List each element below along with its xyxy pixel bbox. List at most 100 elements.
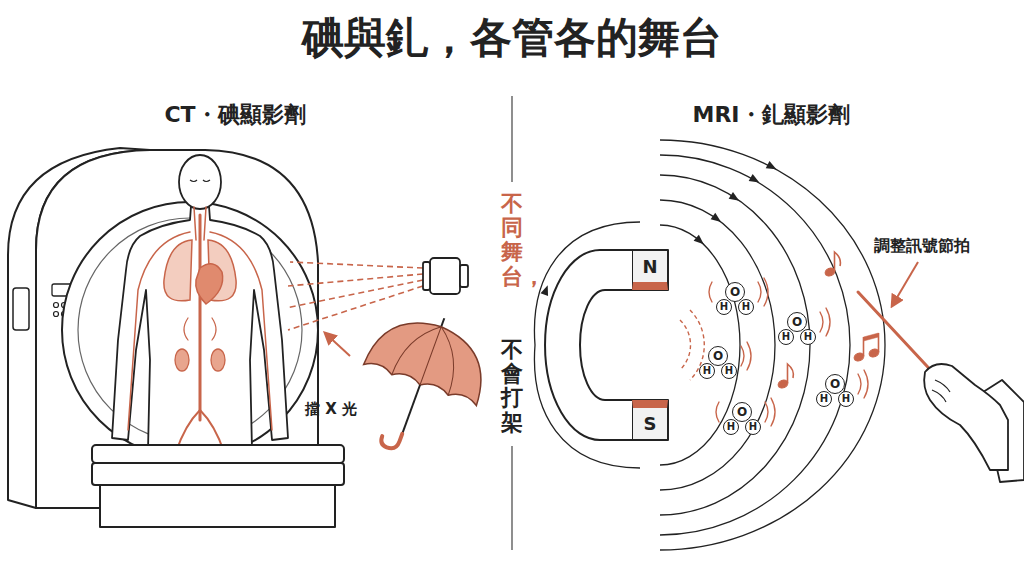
node-text: O: [713, 350, 723, 362]
divider-text: 不同舞台，: [501, 192, 523, 289]
field-line: [660, 175, 810, 515]
field-arrow: [749, 174, 762, 186]
control-button: [54, 312, 59, 317]
node-text: N: [642, 258, 657, 276]
xray-beams: [286, 262, 423, 330]
divider-line: [511, 446, 512, 550]
umbrella-shaft: [402, 385, 420, 434]
vibration-marks: [709, 278, 868, 426]
atom-circle: H: [721, 363, 737, 379]
human-figure: [112, 155, 288, 450]
organs-and-vessels: [128, 207, 272, 452]
node-text: H: [727, 422, 735, 432]
node-text: H: [820, 394, 828, 404]
heart: [196, 264, 223, 304]
music-notes: [777, 252, 880, 389]
field-arrow: [694, 235, 707, 248]
node-text: H: [749, 422, 757, 432]
note-stem: [864, 333, 879, 356]
page-title: 碘與釓，各管各的舞台: [0, 10, 1024, 66]
conductor-hand: [924, 364, 1024, 482]
horseshoe-magnet: [545, 250, 668, 440]
control-button: [54, 303, 59, 308]
node-text: H: [720, 302, 728, 312]
baton: [858, 292, 938, 378]
node-text: H: [703, 366, 711, 376]
node-text: H: [742, 302, 750, 312]
vibration-mark: [741, 342, 751, 370]
table-front: [92, 463, 344, 485]
abdominal-vessel: [184, 318, 216, 340]
node-text: O: [737, 406, 747, 418]
magnet-pole: N: [632, 250, 668, 290]
neck-vessel: [194, 207, 206, 240]
finger-line: [932, 380, 950, 402]
atom-circle: H: [800, 329, 816, 345]
field-lines: [534, 140, 885, 550]
kidney: [211, 349, 225, 371]
node-text: H: [842, 394, 850, 404]
pointer-arrow: [892, 262, 918, 306]
section-heading: CT・碘顯影劑: [164, 100, 305, 130]
xray-beam: [288, 286, 423, 330]
xray-tube-back: [460, 265, 468, 287]
field-arrow: [711, 213, 724, 225]
gantry-bore: [62, 202, 318, 458]
field-arrow: [766, 161, 779, 173]
wave-arc: [680, 320, 691, 370]
table-base: [100, 485, 335, 527]
vibration-mark: [820, 308, 830, 336]
umbrella: [340, 298, 501, 472]
field-line: [660, 200, 775, 490]
head: [179, 155, 221, 209]
atom-circle: H: [838, 391, 854, 407]
arm-vessel: [128, 232, 272, 430]
side-panel: [13, 288, 29, 330]
ct-table: [92, 445, 344, 527]
atom-circle: H: [816, 391, 832, 407]
field-line: [660, 155, 850, 535]
atom-circle: H: [699, 363, 715, 379]
magnet-pole: S: [632, 400, 668, 440]
umbrella-tip: [441, 318, 444, 326]
atom-circle: H: [716, 299, 732, 315]
aorta: [199, 215, 202, 420]
atom-circle: H: [778, 329, 794, 345]
atom-circle: H: [723, 419, 739, 435]
umbrella-handle: [379, 428, 402, 451]
xray-tube: [430, 258, 460, 294]
xray-source: [423, 258, 468, 294]
callout-label: 調整訊號節拍: [872, 236, 972, 257]
node-text: H: [804, 332, 812, 342]
table-top: [92, 445, 344, 463]
vibration-mark: [758, 278, 768, 306]
section-heading: MRI・釓顯影劑: [692, 100, 849, 130]
xray-window: [423, 262, 430, 290]
node-text: O: [730, 286, 740, 298]
node-text: H: [725, 366, 733, 376]
node-text: O: [792, 316, 802, 328]
pointer-arrow: [325, 333, 350, 356]
vibration-mark: [716, 402, 719, 422]
note-stem: [835, 252, 841, 271]
atom-circle: H: [745, 419, 761, 435]
field-line: [660, 225, 740, 465]
node-text: H: [782, 332, 790, 342]
node-text: S: [644, 415, 657, 433]
vibration-mark: [765, 398, 775, 426]
divider-line: [511, 96, 512, 182]
callout-label: 擋 X 光: [305, 400, 357, 419]
body-outline: [112, 206, 288, 450]
closed-eyes: [190, 180, 210, 182]
node-text: O: [830, 378, 840, 390]
lung: [164, 240, 192, 301]
umbrella-rib: [392, 316, 470, 395]
xray-beam: [286, 280, 423, 308]
vibration-mark: [858, 370, 868, 398]
atom-circle: H: [738, 299, 754, 315]
hand: [924, 364, 1008, 470]
note-stem: [788, 364, 794, 383]
xray-beam: [290, 262, 423, 268]
divider-text: 不會打架: [501, 338, 523, 435]
field-arrow: [541, 284, 552, 296]
